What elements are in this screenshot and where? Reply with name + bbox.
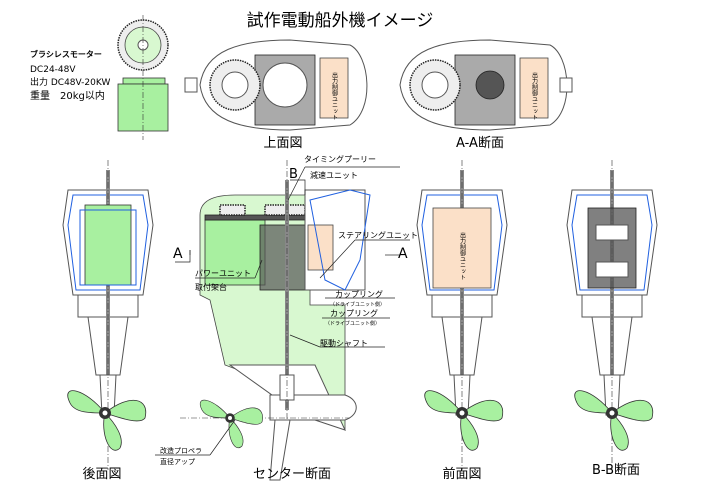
section-mark-a-left: A bbox=[173, 246, 183, 262]
aa-section-view: 出力制御ユニット bbox=[399, 39, 573, 131]
control-unit-label: 出力制御ユニット bbox=[459, 231, 466, 280]
front-view: 出力制御ユニット bbox=[416, 159, 508, 471]
callout-coupling-2-note: （ドライブユニット側） bbox=[325, 320, 380, 327]
center-section-view bbox=[155, 160, 410, 481]
callout-steering-unit: ステアリングユニット bbox=[338, 230, 418, 240]
motor-voltage: DC24-48V bbox=[30, 65, 76, 75]
section-mark-b: B bbox=[289, 167, 298, 182]
center-section-label: センター断面 bbox=[253, 467, 331, 482]
top-view-label: 上面図 bbox=[263, 136, 302, 151]
callout-power-unit: パワーユニット bbox=[195, 269, 251, 278]
motor-weight: 重量 20kg以内 bbox=[30, 89, 105, 102]
rear-view-label: 後面図 bbox=[82, 467, 121, 482]
bb-section-view bbox=[566, 159, 658, 471]
callout-coupling-1: カップリング bbox=[335, 289, 383, 299]
callout-reduction-unit: 減速ユニット bbox=[310, 170, 358, 180]
aa-section-label: A-A断面 bbox=[456, 136, 504, 151]
page-title: 試作電動船外機イメージ bbox=[247, 11, 434, 31]
section-mark-a-right: A bbox=[398, 246, 408, 262]
motor-name: ブラシレスモーター bbox=[30, 49, 102, 59]
front-view-label: 前面図 bbox=[442, 466, 481, 482]
brushless-motor bbox=[117, 15, 169, 140]
control-unit-label: 出力制御ユニット bbox=[531, 71, 538, 120]
callout-coupling-1-note: （ドライブユニット側） bbox=[330, 301, 385, 308]
top-view: 出力制御ユニット bbox=[184, 39, 368, 131]
bb-section-label: B-B断面 bbox=[592, 463, 640, 478]
callout-propeller-1: 改造プロペラ bbox=[160, 446, 202, 455]
callout-propeller-2: 直径アップ bbox=[160, 457, 195, 466]
callout-drive-shaft: 駆動シャフト bbox=[320, 339, 368, 348]
callout-coupling-2: カップリング bbox=[330, 308, 378, 318]
callout-timing-pulley: タイミングプーリー bbox=[304, 154, 376, 164]
control-unit-label: 出力制御ユニット bbox=[331, 71, 338, 120]
motor-output: 出力 DC48V-20KW bbox=[30, 76, 110, 88]
rear-view bbox=[62, 159, 154, 471]
callout-mount-base: 取付架台 bbox=[195, 282, 227, 292]
